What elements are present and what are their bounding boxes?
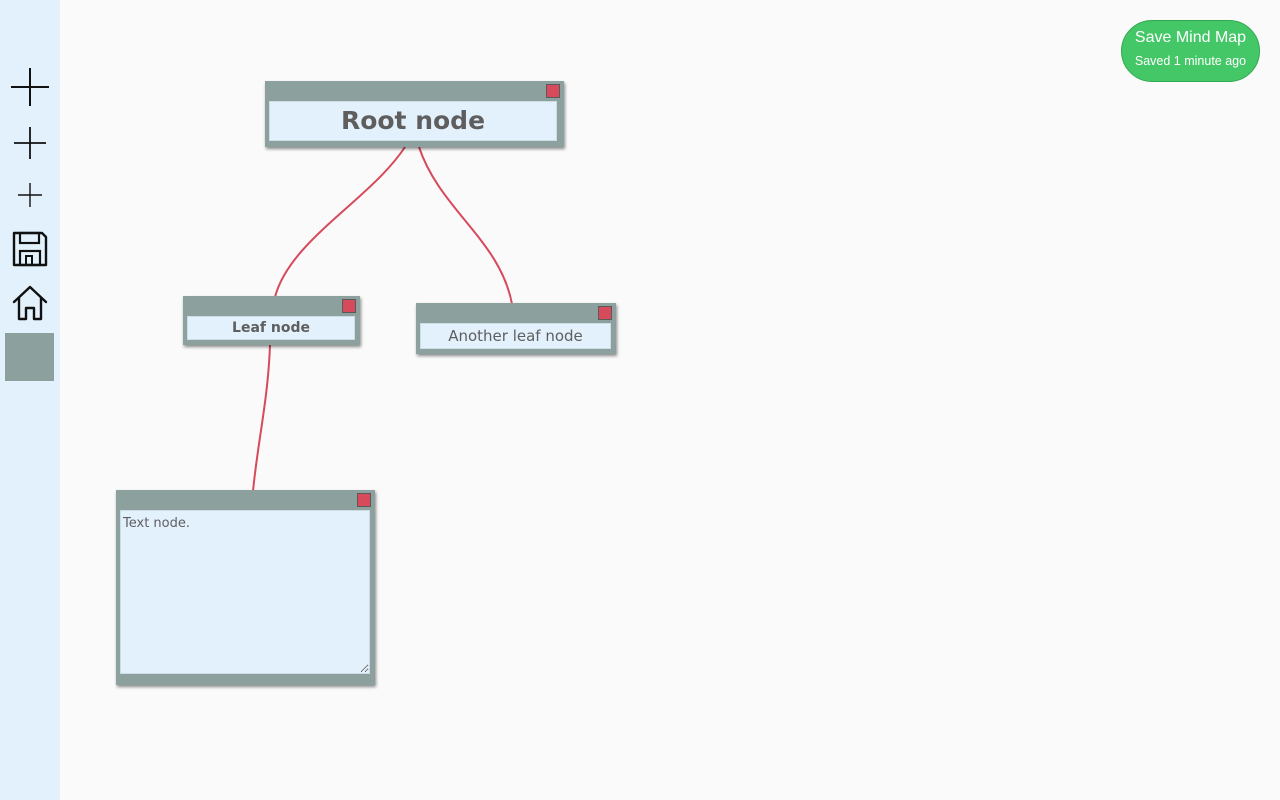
color-swatch[interactable] (5, 333, 54, 381)
mindmap-node-leaf[interactable]: Leaf node (183, 296, 360, 345)
delete-node-button[interactable] (598, 306, 612, 320)
delete-node-button[interactable] (357, 493, 371, 507)
add-node-button[interactable] (5, 118, 55, 168)
text-node-textarea[interactable]: Text node. (120, 510, 370, 674)
connector-root-another (418, 146, 513, 305)
delete-node-button[interactable] (546, 84, 560, 98)
connector-leaf-text (252, 344, 271, 492)
mindmap-text-node[interactable]: Text node. (116, 490, 375, 685)
mindmap-node-another-leaf[interactable]: Another leaf node (416, 303, 616, 354)
save-status: Saved 1 minute ago (1134, 54, 1247, 68)
node-label[interactable]: Leaf node (187, 316, 355, 340)
mindmap-node-root[interactable]: Root node (265, 81, 564, 147)
save-button-label: Save Mind Map (1134, 29, 1247, 46)
plus-small-icon (18, 183, 42, 207)
save-mind-map-button[interactable]: Save Mind Map Saved 1 minute ago (1121, 20, 1260, 82)
node-label[interactable]: Root node (269, 101, 557, 141)
connector-root-leaf (274, 146, 406, 298)
node-drag-handle[interactable] (116, 490, 375, 508)
node-drag-handle[interactable] (183, 296, 360, 314)
node-label[interactable]: Another leaf node (420, 323, 611, 349)
home-button[interactable] (5, 278, 55, 328)
toolbar-sidebar (0, 0, 60, 800)
plus-large-icon (11, 68, 49, 106)
mindmap-canvas[interactable]: Root node Leaf node Another leaf node Te… (60, 0, 1280, 800)
connector-lines (252, 146, 513, 492)
add-text-node-button[interactable] (5, 170, 55, 220)
save-floppy-icon (12, 231, 48, 267)
node-drag-handle[interactable] (265, 81, 564, 99)
save-button-icon-tool[interactable] (5, 224, 55, 274)
node-drag-handle[interactable] (416, 303, 616, 321)
add-root-node-button[interactable] (5, 62, 55, 112)
plus-medium-icon (14, 127, 46, 159)
home-icon (12, 285, 48, 321)
delete-node-button[interactable] (342, 299, 356, 313)
